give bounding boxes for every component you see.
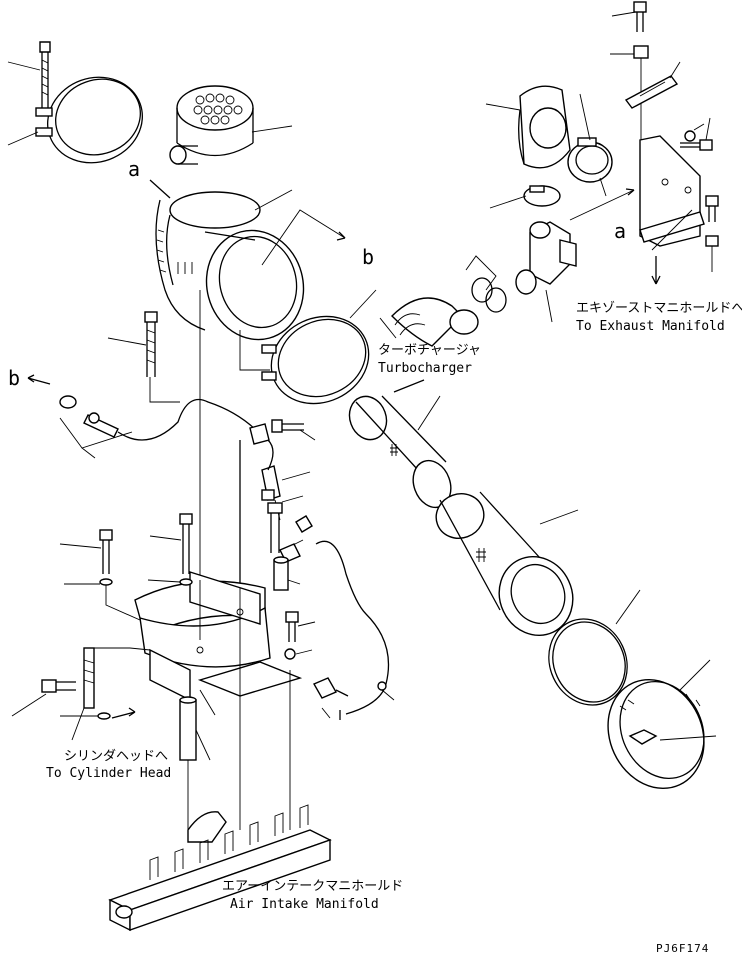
spacer-tube-part[interactable] [179, 696, 197, 761]
intake-manifold-jp-label: エアーインテークマニホールド [222, 879, 403, 894]
washer-left-3[interactable] [97, 712, 111, 720]
drawing-code: PJ6F174 [656, 942, 709, 955]
cylinder-head-en-label: To Cylinder Head [46, 766, 171, 781]
ref-b-left-label: b [8, 366, 20, 390]
precleaner-cap-part[interactable] [169, 85, 254, 165]
turbo-elbow-pipe-part[interactable] [515, 221, 577, 295]
clamp-band-part[interactable] [35, 41, 155, 176]
end-cover-part[interactable] [591, 664, 722, 804]
nut-top-right-part[interactable] [633, 45, 649, 59]
turbocharger-hose-part[interactable] [391, 297, 479, 347]
outer-filter-element-part[interactable] [430, 487, 586, 647]
washer-left-1[interactable] [99, 578, 113, 586]
exhaust-manifold-jp-label: エキゾーストマニホールドへ [576, 301, 742, 316]
bracket-small-part[interactable] [249, 419, 304, 445]
ref-a-top-label: a [128, 157, 140, 181]
nut-right-2[interactable] [705, 235, 719, 247]
turbocharger-jp-label: ターボチャージャ [378, 343, 481, 358]
cylinder-head-jp-label: シリンダヘッドへ [64, 749, 168, 764]
stud-bolt-part[interactable] [83, 647, 95, 709]
bolt-right-1[interactable] [680, 139, 713, 151]
elbow-hose-part[interactable] [518, 85, 571, 169]
ref-a-right-label: a [614, 219, 626, 243]
o-ring-part[interactable] [535, 606, 641, 718]
bolt-right-2[interactable] [705, 195, 719, 222]
bolt-lower-right-part[interactable] [285, 611, 299, 642]
bolt-mid-left[interactable] [144, 311, 158, 377]
bolt-left-3[interactable] [41, 679, 76, 693]
heat-shield-part[interactable] [624, 75, 679, 109]
pressure-sensor-part[interactable] [239, 439, 281, 588]
air-cleaner-body-part[interactable] [155, 191, 316, 351]
bolt-top-right-part[interactable] [633, 1, 647, 32]
washer-right-1[interactable] [684, 130, 696, 142]
hose-clamp-right-part[interactable] [567, 137, 613, 183]
mounting-bracket-part[interactable] [134, 571, 303, 702]
air-intake-manifold-part[interactable] [108, 804, 332, 932]
temperature-sensor-part[interactable] [313, 677, 387, 720]
bolt-center-part[interactable] [267, 502, 283, 553]
lower-clamp-part[interactable] [257, 301, 383, 419]
intake-manifold-en-label: Air Intake Manifold [230, 897, 379, 912]
bolt-left-2[interactable] [179, 513, 193, 574]
turbocharger-en-label: Turbocharger [378, 361, 472, 376]
washer-left-2[interactable] [179, 578, 193, 586]
bolt-left-1[interactable] [99, 529, 113, 574]
exhaust-bracket-part[interactable] [639, 135, 705, 251]
spacer-part[interactable] [273, 556, 289, 591]
ref-b-right-label: b [362, 245, 374, 269]
inner-filter-element-part[interactable] [344, 391, 458, 513]
exhaust-manifold-en-label: To Exhaust Manifold [576, 319, 725, 334]
hose-clamp-small-part[interactable] [523, 185, 561, 207]
gasket-pair-part[interactable] [471, 277, 507, 313]
sensor-connector-part[interactable] [59, 395, 259, 441]
